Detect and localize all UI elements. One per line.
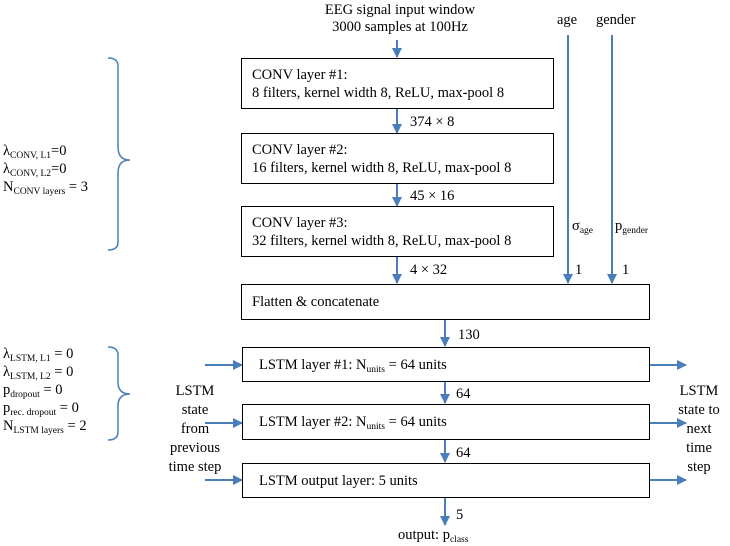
lstm-dropout-base: p [3,382,11,398]
gender-label: gender [596,12,636,28]
conv-param-l2: λCONV, L2=0 [3,160,88,179]
conv-l1-sub: CONV, L1 [10,151,52,161]
sigma-sub: age [579,226,594,236]
dim-after-conv1: 374 × 8 [410,114,455,130]
conv-layer-2-title: CONV layer #2: [252,142,348,158]
conv-layer-1-title: CONV layer #1: [252,67,348,83]
lstm-params: λLSTM, L1 = 0 λLSTM, L2 = 0 pdropout = 0… [3,345,87,436]
lstm2-sub: units [366,422,386,432]
input-line2: 3000 samples at 100Hz [332,19,468,35]
dim-after-lstm2: 64 [456,445,471,461]
conv-layer-3-desc: 32 filters, kernel width 8, ReLU, max-po… [252,233,512,249]
state-out-line2: state to [678,402,720,418]
conv-layer-2-desc: 16 filters, kernel width 8, ReLU, max-po… [252,160,512,176]
lstm1-prefix: LSTM layer #1: N [259,357,367,373]
lstm-state-out-label: LSTM state to next time step [668,382,730,477]
lstm-l2-rest: = 0 [50,364,74,380]
lstm-l2-sub: LSTM, L2 [10,372,51,382]
lstm-l1-base: λ [3,346,11,362]
lstm-param-rec-dropout: prec. dropout = 0 [3,399,87,418]
dim-age: 1 [575,262,583,278]
conv-l2-base: λ [3,161,11,177]
conv-l2-sub: CONV, L2 [10,169,52,179]
state-in-line4: previous [170,440,220,456]
p-gender-symbol: p [615,218,623,234]
lstm-n-rest: = 2 [63,418,87,434]
lstm-l1-rest: = 0 [50,346,74,362]
lstm-layer-1: LSTM layer #1: Nunits = 64 units [242,347,650,382]
flatten-concatenate-box: Flatten & concatenate [241,284,650,320]
state-in-line2: state [181,402,209,418]
conv-l1-base: λ [3,143,11,159]
lstm-layer-2: LSTM layer #2: Nunits = 64 units [242,404,650,440]
state-in-line1: LSTM [175,383,215,399]
output-sub: class [449,535,469,545]
conv-layer-2: CONV layer #2: 16 filters, kernel width … [241,133,554,184]
conv-l1-rest: =0 [51,143,67,159]
lstm-rec-dropout-rest: = 0 [56,400,79,416]
state-in-line3: from [180,421,210,437]
flatten-label: Flatten & concatenate [252,294,380,310]
p-gender-label: pgender [615,218,649,236]
conv-layer-1-desc: 8 filters, kernel width 8, ReLU, max-poo… [252,85,505,101]
lstm-output-layer: LSTM output layer: 5 units [242,463,650,498]
input-line1: EEG signal input window [324,2,476,18]
lstm-n-sub: LSTM layers [13,426,64,436]
conv-l2-rest: =0 [51,161,67,177]
state-in-line5: time step [168,459,222,475]
conv-param-n: NCONV layers = 3 [3,178,88,197]
state-out-line4: time [686,440,712,456]
conv-params-brace [107,57,131,251]
conv-param-l1: λCONV, L1=0 [3,142,88,161]
lstm-layer-1-label: LSTM layer #1: Nunits = 64 units [259,356,447,375]
lstm2-suffix: = 64 units [385,414,447,430]
state-out-line1: LSTM [679,383,719,399]
dim-after-conv2: 45 × 16 [410,188,455,204]
lstm-l2-base: λ [3,364,11,380]
conv-layer-3-title: CONV layer #3: [252,215,348,231]
output-prefix: output: p [398,527,450,543]
sigma-symbol: σ [572,218,580,234]
conv-n-base: N [3,179,14,195]
conv-params: λCONV, L1=0 λCONV, L2=0 NCONV layers = 3 [3,142,88,197]
lstm2-prefix: LSTM layer #2: N [259,414,367,430]
lstm-dropout-rest: = 0 [39,382,63,398]
p-gender-sub: gender [622,226,649,236]
lstm-params-brace [107,346,131,441]
lstm-layer-2-label: LSTM layer #2: Nunits = 64 units [259,413,447,432]
lstm-param-dropout: pdropout = 0 [3,381,87,400]
dim-gender: 1 [622,262,630,278]
lstm-dropout-sub: dropout [10,390,40,400]
conv-n-rest: = 3 [65,179,88,195]
output-label: output: pclass [398,527,469,545]
state-out-line3: next [686,421,712,437]
input-label: EEG signal input window 3000 samples at … [310,2,490,36]
lstm-rec-dropout-base: p [3,400,11,416]
conv-layer-1: CONV layer #1: 8 filters, kernel width 8… [241,58,554,109]
lstm-param-n: NLSTM layers = 2 [3,417,87,436]
lstm-param-l1: λLSTM, L1 = 0 [3,345,87,364]
lstm-n-base: N [3,418,14,434]
conv-layer-3: CONV layer #3: 32 filters, kernel width … [241,206,554,257]
lstm-l1-sub: LSTM, L1 [10,354,51,364]
dim-after-conv3: 4 × 32 [410,262,448,278]
sigma-age-label: σage [572,218,594,236]
dim-output: 5 [456,507,464,523]
lstm-output-label: LSTM output layer: 5 units [259,473,418,489]
dim-after-lstm1: 64 [456,386,471,402]
lstm-rec-dropout-sub: rec. dropout [10,408,57,418]
conv-n-sub: CONV layers [13,187,66,197]
dim-after-flatten: 130 [458,327,480,343]
state-out-line5: step [687,459,711,475]
age-label: age [557,12,578,28]
lstm1-sub: units [366,365,386,375]
lstm-state-in-label: LSTM state from previous time step [150,382,240,477]
lstm1-suffix: = 64 units [385,357,447,373]
lstm-param-l2: λLSTM, L2 = 0 [3,363,87,382]
